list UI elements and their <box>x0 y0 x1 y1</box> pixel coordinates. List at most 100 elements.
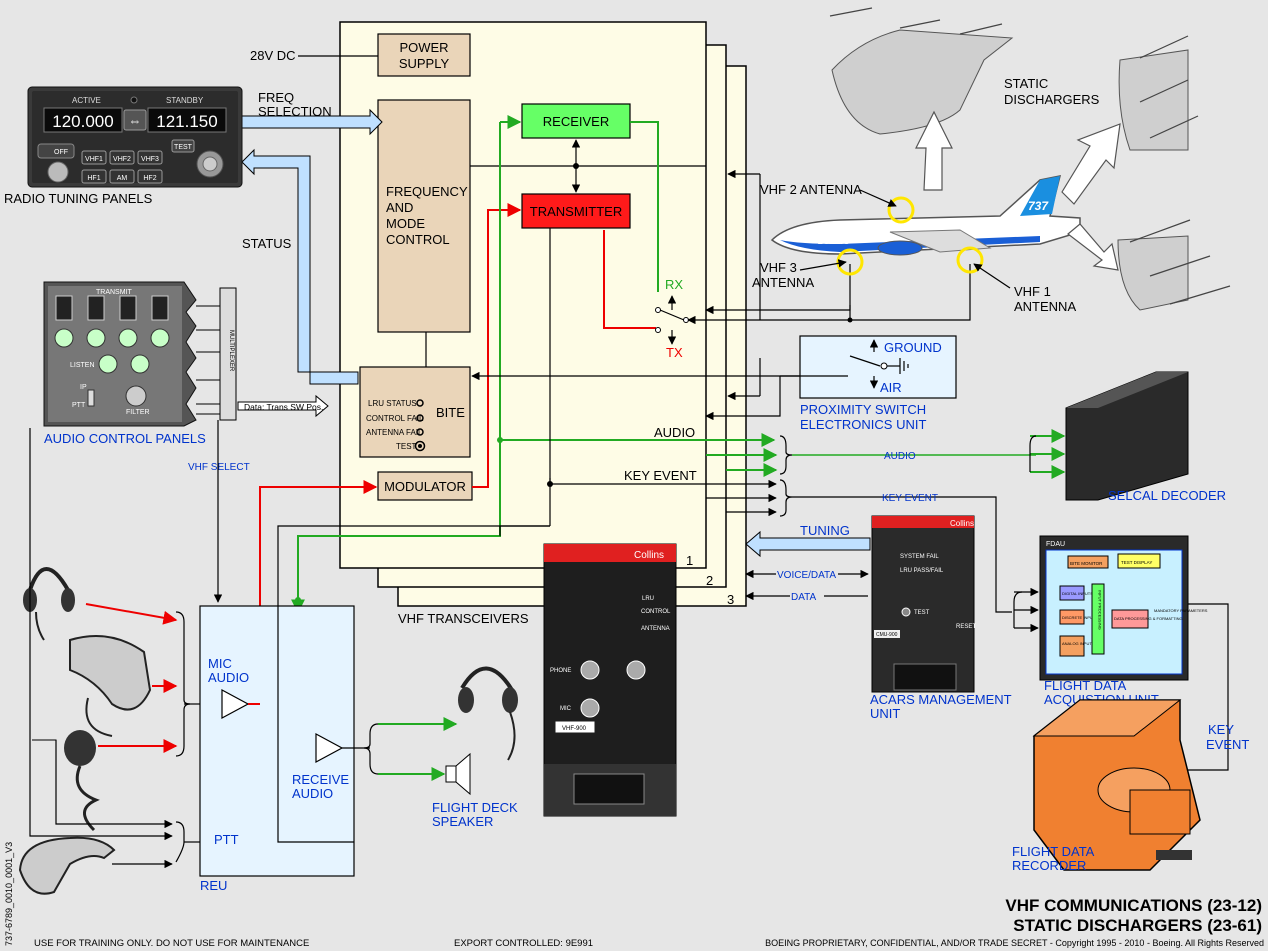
receive-knob-3[interactable] <box>118 328 138 348</box>
filter-knob[interactable] <box>125 385 147 407</box>
modulator-block: MODULATOR <box>377 471 473 501</box>
transmit-select-3[interactable] <box>119 295 137 321</box>
transceiver-number-1: 1 <box>686 553 693 568</box>
status-arrow <box>241 148 359 385</box>
receive-knob-1[interactable] <box>54 328 74 348</box>
ptt-toggle[interactable] <box>87 389 95 407</box>
proximity-caption-2: ELECTRONICS UNIT <box>800 417 926 432</box>
mic-amplifier-icon <box>221 688 250 720</box>
acars-caption-1: ACARS MANAGEMENT <box>870 692 1012 707</box>
key-event-right-2: EVENT <box>1206 737 1249 752</box>
lru-status-lamp-icon <box>416 399 424 407</box>
power-supply: 28V DC POWER SUPPLY <box>250 33 471 77</box>
acars-model: CMU-900 <box>876 632 898 638</box>
test-button-icon[interactable] <box>414 440 426 452</box>
svg-text:TEST: TEST <box>174 144 193 151</box>
title-line-2: STATIC DISCHARGERS (23-61) <box>1013 916 1262 935</box>
bite-lru-status: LRU STATUS <box>368 399 417 408</box>
fdau-data-processing: DATA PROCESSING & FORMATTING <box>1114 616 1183 621</box>
svg-text:HF2: HF2 <box>143 175 156 182</box>
fdr-caption-1: FLIGHT DATA <box>1012 844 1095 859</box>
svg-text:HF1: HF1 <box>87 175 100 182</box>
vhf1-antenna-label-1: VHF 1 <box>1014 284 1051 299</box>
voice-data-label: VOICE/DATA <box>777 570 836 581</box>
bite-title: BITE <box>436 405 465 420</box>
transmit-select-1[interactable] <box>55 295 73 321</box>
listen-knob-1[interactable] <box>98 354 118 374</box>
acars-test-button[interactable] <box>901 607 911 617</box>
speaker-icon <box>445 752 471 796</box>
svg-text:VHF3: VHF3 <box>141 156 159 163</box>
flight-deck-headset-icon <box>458 666 518 761</box>
fdau-caption-1: FLIGHT DATA <box>1044 678 1127 693</box>
static-dischargers-label-2: DISCHARGERS <box>1004 92 1100 107</box>
active-label: ACTIVE <box>72 96 101 105</box>
fdau-title: FDAU <box>1046 541 1065 548</box>
boeing-737-airplane: 737 BOEING VHF 2 ANTENNA VHF 3 ANTENNA V… <box>752 175 1081 314</box>
key-event-right-1: KEY <box>1208 722 1234 737</box>
antenna-fail-lamp-icon <box>416 428 424 436</box>
vhf2-antenna-marker <box>887 196 915 224</box>
selcal-audio-label: AUDIO <box>884 451 916 462</box>
listen-knob-2[interactable] <box>130 354 150 374</box>
mode-buttons: VHF1 VHF2 VHF3 HF1 AM HF2 <box>81 150 163 184</box>
selcal-decoder: SELCAL DECODER <box>1065 371 1226 503</box>
key-event-bus: KEY EVENT <box>706 479 1012 613</box>
oxygen-mask-icon <box>69 635 152 737</box>
filter-label: FILTER <box>126 409 150 416</box>
bite-block: BITE LRU STATUS CONTROL FAIL ANTENNA FAI… <box>359 366 471 458</box>
fdau: FDAU BITE MONITOR TEST DISPLAY DIGITAL I… <box>1039 535 1208 707</box>
acars-management-unit: Collins SYSTEM FAIL LRU PASS/FAIL TEST R… <box>870 515 1012 721</box>
vhf2-antenna-label: VHF 2 ANTENNA <box>760 182 862 197</box>
fdau-bite-monitor: BITE MONITOR <box>1070 561 1103 566</box>
frequency-mode-control: FREQUENCY AND MODE CONTROL <box>377 99 471 333</box>
mic-audio-label-2: AUDIO <box>208 670 249 685</box>
vhf1-button[interactable] <box>81 150 107 165</box>
acars-links: TUNING VOICE/DATA DATA <box>745 523 871 603</box>
swap-arrows-icon: ⇔ <box>129 113 142 128</box>
vhf2-button[interactable] <box>109 150 135 165</box>
transceiver-number-3: 3 <box>727 592 734 607</box>
multiplexer-label: MULTIPLEXER <box>228 330 234 372</box>
body-logo: BOEING <box>818 237 850 246</box>
data-link-label: DATA <box>791 592 817 603</box>
key-event-label: KEY EVENT <box>624 468 697 483</box>
modulator-label: MODULATOR <box>384 479 466 494</box>
transmitter-label: TRANSMITTER <box>530 204 622 219</box>
footer-left: USE FOR TRAINING ONLY. DO NOT USE FOR MA… <box>34 938 309 949</box>
static-dischargers-label-1: STATIC <box>1004 76 1048 91</box>
receive-knob-4[interactable] <box>150 328 170 348</box>
ip-label: IP <box>80 384 87 391</box>
fdau-test-display: TEST DISPLAY <box>1121 560 1152 565</box>
transmit-select-4[interactable] <box>151 295 169 321</box>
vhf3-button[interactable] <box>137 150 163 165</box>
power-switch-knob[interactable] <box>47 161 69 183</box>
hf2-button[interactable] <box>137 169 163 184</box>
acars-caption-2: UNIT <box>870 706 900 721</box>
crew-headset-icon <box>23 567 75 641</box>
transmit-select-2[interactable] <box>87 295 105 321</box>
audio-bus: AUDIO <box>706 429 1066 479</box>
proximity-caption-1: PROXIMITY SWITCH <box>800 402 926 417</box>
bite-control-fail: CONTROL FAIL <box>366 414 424 423</box>
fdau-analog-inputs: ANALOG INPUT A/D <box>1062 641 1099 646</box>
ground-label: GROUND <box>884 340 942 355</box>
transceiver-number-2: 2 <box>706 573 713 588</box>
acars-reset-label: RESET <box>956 624 976 630</box>
transfer-button[interactable] <box>123 109 147 131</box>
transceiver-model: VHF-900 <box>562 726 587 732</box>
footer-center: EXPORT CONTROLLED: 9E991 <box>454 938 593 949</box>
tail-logo: 737 <box>1028 199 1049 213</box>
off-label: OFF <box>54 149 68 156</box>
am-button[interactable] <box>109 169 135 184</box>
listen-label: LISTEN <box>70 362 95 369</box>
hf1-button[interactable] <box>81 169 107 184</box>
receive-knob-2[interactable] <box>86 328 106 348</box>
panel-test-button[interactable] <box>171 139 195 153</box>
proximity-switch: GROUND AIR PROXIMITY SWITCH ELECTRONICS … <box>799 335 957 432</box>
fdau-discrete-inputs: DISCRETE INPUTS <box>1062 615 1098 620</box>
transceiver-lru: LRU <box>642 596 654 602</box>
static-dischargers: STATIC DISCHARGERS <box>829 7 1231 311</box>
audio-control-caption: AUDIO CONTROL PANELS <box>44 431 206 446</box>
